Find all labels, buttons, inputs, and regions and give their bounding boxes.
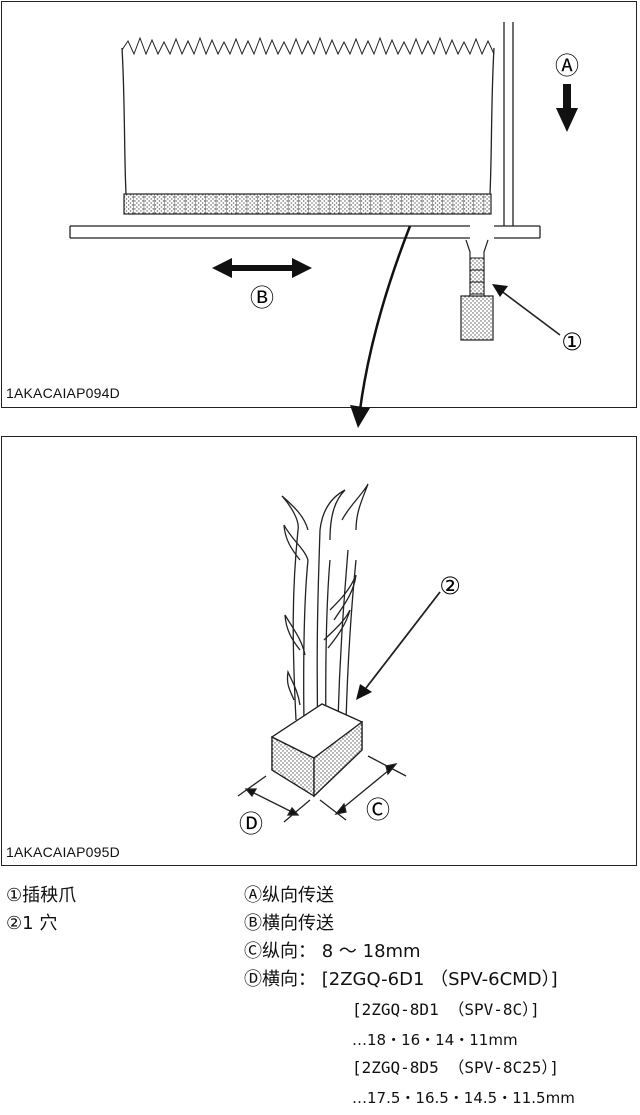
arrow-a-icon xyxy=(556,84,578,132)
legend-model-8d1: [2ZGQ-8D1 （SPV-8C）] xyxy=(352,1000,540,1019)
legend-hole: ②1 穴 xyxy=(6,913,58,934)
legend-values-8d5: …17.5・16.5・14.5・11.5mm xyxy=(352,1089,575,1107)
callout-d: Ⓓ xyxy=(239,810,263,838)
legend-values-8d1: …18・16・14・11mm xyxy=(352,1031,518,1049)
figure-code-top: 1AKACAIAP094D xyxy=(6,385,120,401)
arrow-b-icon xyxy=(212,258,312,278)
seedling-leaves xyxy=(281,483,369,741)
callout-a: Ⓐ xyxy=(555,52,579,80)
zoom-arrow-icon xyxy=(350,225,412,428)
callout-hole: ② xyxy=(439,572,461,600)
leader-hole xyxy=(356,591,441,700)
callout-claw: ① xyxy=(561,328,583,356)
dimension-d xyxy=(237,775,311,823)
callout-b: Ⓑ xyxy=(250,284,274,312)
legend-dim-d: Ⓓ横向： [2ZGQ-6D1 （SPV-6CMD）] xyxy=(244,969,558,990)
legend-claw: ①插秧爪 xyxy=(6,885,77,906)
soil-block xyxy=(270,703,364,798)
planting-claw xyxy=(460,239,494,341)
figure-code-bottom: 1AKACAIAP095D xyxy=(6,844,120,860)
legend-dim-c: Ⓒ纵向： 8 ～ 18mm xyxy=(244,941,421,962)
bottom-figure-panel xyxy=(1,436,637,866)
leader-claw xyxy=(492,284,561,336)
legend-longitudinal: Ⓐ纵向传送 xyxy=(244,885,334,906)
feed-rails xyxy=(69,22,541,239)
legend-model-8d5: [2ZGQ-8D5 （SPV-8C25）] xyxy=(352,1058,560,1077)
seedling-tray xyxy=(121,36,495,215)
callout-c: Ⓒ xyxy=(366,796,390,824)
dimension-c xyxy=(319,755,407,821)
legend-lateral: Ⓑ横向传送 xyxy=(244,913,334,934)
